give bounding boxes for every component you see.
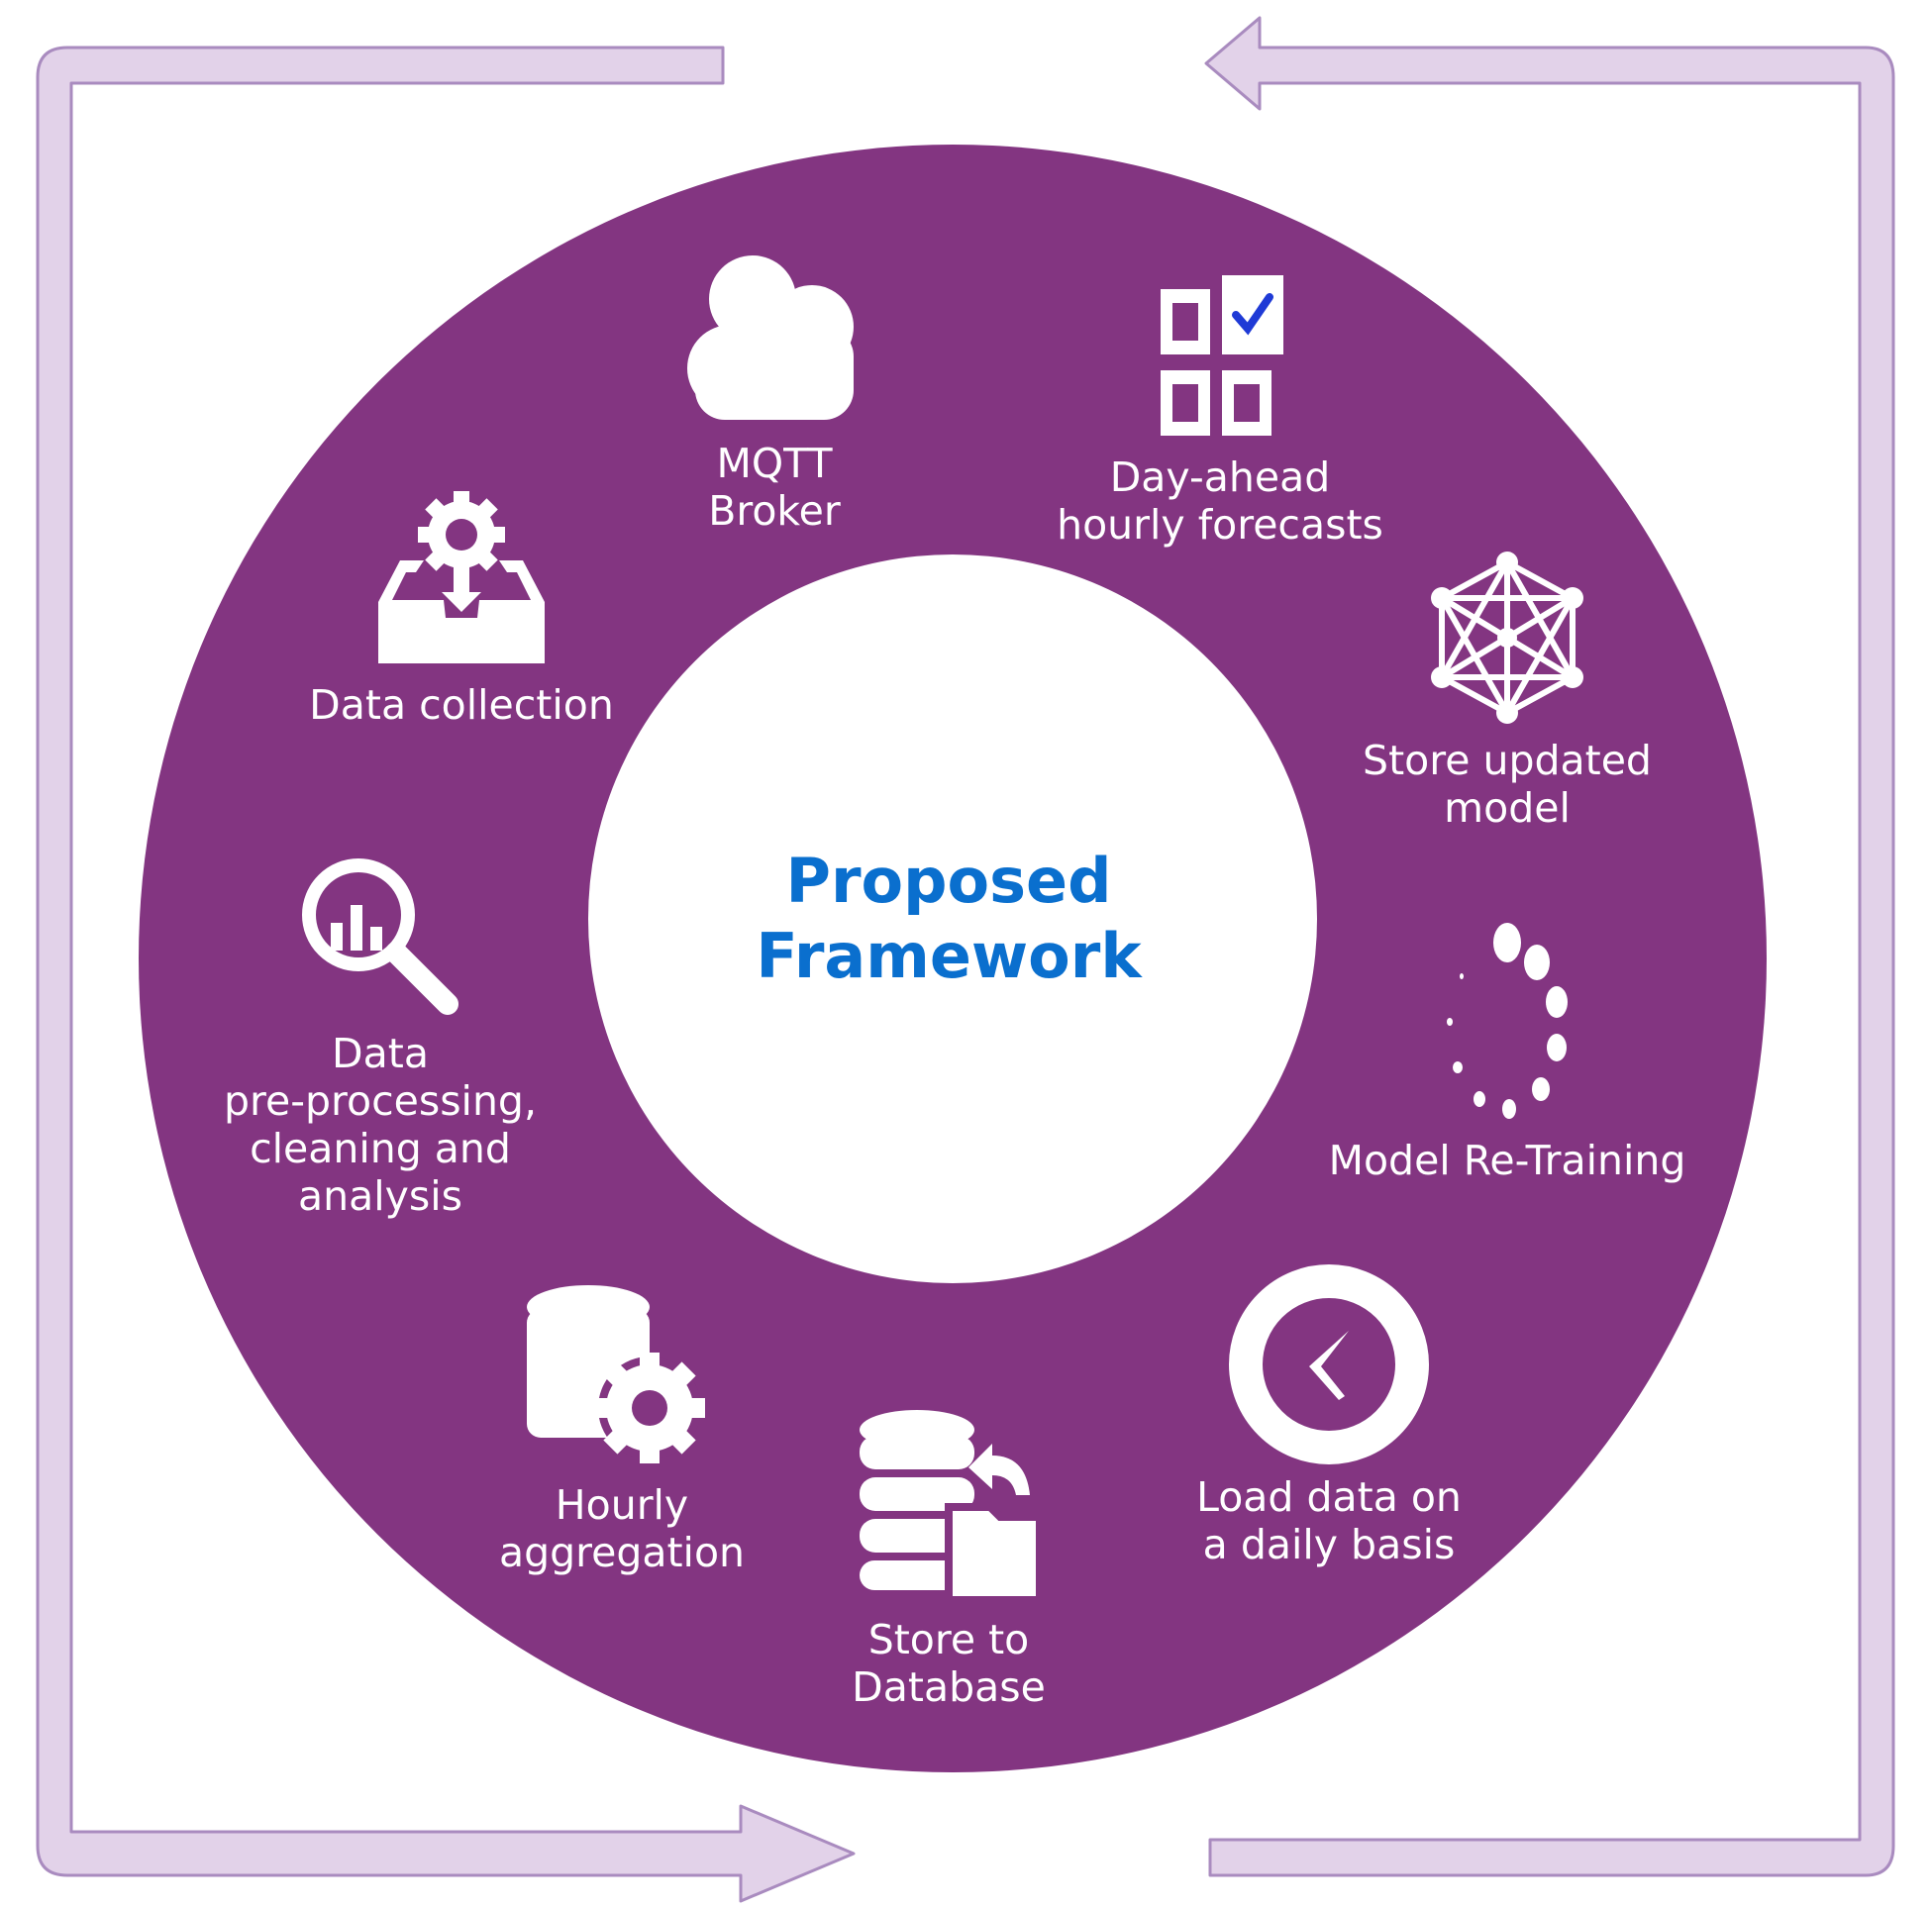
database-folder-icon	[860, 1410, 1044, 1604]
loading-spinner-icon	[1447, 923, 1568, 1119]
label-data-collection: Data collection	[309, 681, 614, 729]
clock-icon	[1229, 1264, 1429, 1464]
label-mqtt-broker: MQTT Broker	[708, 440, 841, 535]
loop-arrow-top-left	[36, 46, 856, 1903]
network-icon	[1431, 552, 1583, 724]
label-day-ahead-forecasts: Day-ahead hourly forecasts	[1057, 453, 1383, 549]
label-hourly-aggregation: Hourly aggregation	[498, 1481, 746, 1576]
label-load-data-daily: Load data on a daily basis	[1196, 1473, 1462, 1568]
label-model-retraining: Model Re-Training	[1328, 1137, 1686, 1184]
center-circle	[588, 554, 1317, 1283]
label-store-to-database: Store to Database	[852, 1616, 1046, 1711]
cloud-icon	[687, 255, 854, 420]
label-data-preprocessing: Data pre-processing, cleaning and analys…	[224, 1030, 537, 1220]
database-gear-icon	[527, 1285, 705, 1463]
magnifier-chart-icon	[302, 858, 458, 1015]
inbox-gear-icon	[378, 491, 545, 663]
checklist-icon	[1161, 275, 1283, 436]
loop-arrow-top-right	[1204, 16, 1895, 1877]
label-store-updated-model: Store updated model	[1363, 737, 1652, 832]
center-title: Proposed Framework	[756, 845, 1142, 992]
